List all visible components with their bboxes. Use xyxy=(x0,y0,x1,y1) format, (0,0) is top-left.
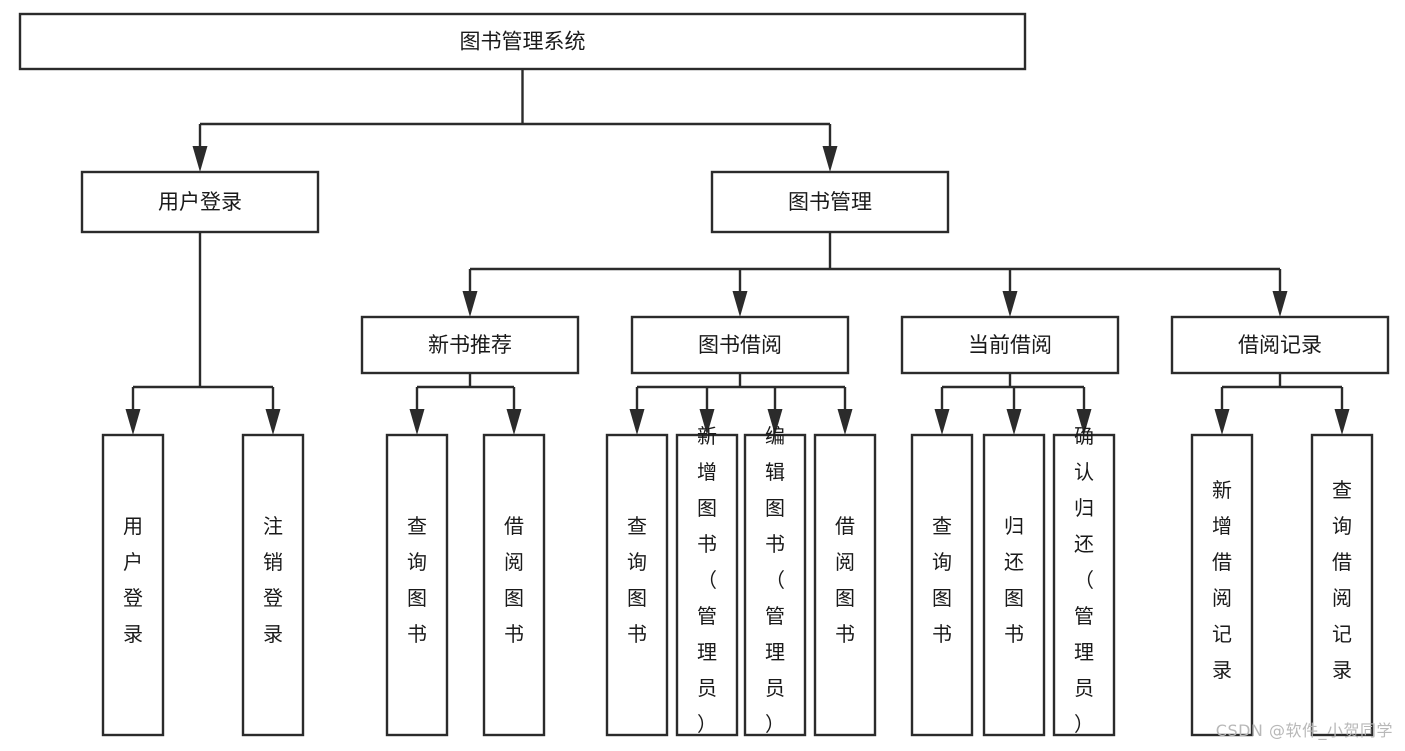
node-label-leaf-query-book-recommend: 查询图书 xyxy=(407,514,427,646)
node-box-leaf-edit-book-admin[interactable] xyxy=(743,433,807,737)
node-label-user-login: 用户登录 xyxy=(158,190,242,214)
node-new-book-recommend[interactable]: 新书推荐 xyxy=(360,315,580,375)
node-leaf-add-book-admin[interactable]: 新增图书（管理员） xyxy=(675,424,739,737)
node-leaf-borrow-book-recommend[interactable]: 借阅图书 xyxy=(482,433,546,737)
arrowhead-icon xyxy=(822,146,838,172)
arrowhead-icon xyxy=(732,291,748,317)
node-root[interactable]: 图书管理系统 xyxy=(18,12,1027,71)
arrowhead-icon xyxy=(1076,409,1092,435)
edge-group-new-book-recommend xyxy=(409,373,522,435)
node-box-new-book-recommend[interactable] xyxy=(360,315,580,375)
node-box-leaf-confirm-return-admin[interactable] xyxy=(1052,433,1116,737)
node-box-leaf-borrow-book-recommend[interactable] xyxy=(482,433,546,737)
arrowhead-icon xyxy=(1214,409,1230,435)
node-user-login[interactable]: 用户登录 xyxy=(80,170,320,234)
node-borrow-records[interactable]: 借阅记录 xyxy=(1170,315,1390,375)
node-leaf-edit-book-admin[interactable]: 编辑图书（管理员） xyxy=(743,424,807,737)
node-label-leaf-borrow-book-borrow: 借阅图书 xyxy=(835,514,855,646)
arrowhead-icon xyxy=(1334,409,1350,435)
node-label-book-management: 图书管理 xyxy=(788,190,872,214)
node-leaf-return-book[interactable]: 归还图书 xyxy=(982,433,1046,737)
arrowhead-icon xyxy=(934,409,950,435)
node-box-leaf-query-book-current[interactable] xyxy=(910,433,974,737)
node-leaf-user-login[interactable]: 用户登录 xyxy=(101,433,165,737)
node-label-leaf-edit-book-admin: 编辑图书（管理员） xyxy=(765,424,785,736)
node-leaf-query-book-recommend[interactable]: 查询图书 xyxy=(385,433,449,737)
node-label-leaf-add-book-admin: 新增图书（管理员） xyxy=(697,424,717,736)
node-label-leaf-query-borrow-record: 查询借阅记录 xyxy=(1332,478,1352,682)
node-label-borrow-records: 借阅记录 xyxy=(1238,333,1322,357)
node-leaf-add-borrow-record[interactable]: 新增借阅记录 xyxy=(1190,433,1254,737)
node-box-leaf-user-login[interactable] xyxy=(101,433,165,737)
node-leaf-query-borrow-record[interactable]: 查询借阅记录 xyxy=(1310,433,1374,737)
nodes-layer: 图书管理系统用户登录图书管理新书推荐图书借阅当前借阅借阅记录用户登录注销登录查询… xyxy=(18,12,1390,737)
node-box-root[interactable] xyxy=(18,12,1027,71)
node-box-current-borrow[interactable] xyxy=(900,315,1120,375)
node-book-borrow[interactable]: 图书借阅 xyxy=(630,315,850,375)
arrowhead-icon xyxy=(462,291,478,317)
arrowhead-icon xyxy=(506,409,522,435)
arrowhead-icon xyxy=(409,409,425,435)
arrowhead-icon xyxy=(767,409,783,435)
arrowhead-icon xyxy=(699,409,715,435)
arrowhead-icon xyxy=(1002,291,1018,317)
node-box-borrow-records[interactable] xyxy=(1170,315,1390,375)
node-box-leaf-logout[interactable] xyxy=(241,433,305,737)
arrowhead-icon xyxy=(837,409,853,435)
node-leaf-confirm-return-admin[interactable]: 确认归还（管理员） xyxy=(1052,424,1116,737)
node-label-leaf-query-book-current: 查询图书 xyxy=(932,514,952,646)
node-box-book-borrow[interactable] xyxy=(630,315,850,375)
edge-group-book-borrow xyxy=(629,373,853,435)
node-leaf-query-book-current[interactable]: 查询图书 xyxy=(910,433,974,737)
node-label-leaf-add-borrow-record: 新增借阅记录 xyxy=(1212,478,1232,682)
node-label-leaf-return-book: 归还图书 xyxy=(1004,514,1024,646)
node-label-current-borrow: 当前借阅 xyxy=(968,333,1052,357)
arrowhead-icon xyxy=(125,409,141,435)
node-box-leaf-query-borrow-record[interactable] xyxy=(1310,433,1374,737)
edge-group-root xyxy=(192,69,838,172)
arrowhead-icon xyxy=(192,146,208,172)
node-box-leaf-return-book[interactable] xyxy=(982,433,1046,737)
arrowhead-icon xyxy=(629,409,645,435)
node-box-book-management[interactable] xyxy=(710,170,950,234)
arrowhead-icon xyxy=(265,409,281,435)
node-box-leaf-add-book-admin[interactable] xyxy=(675,433,739,737)
node-label-leaf-query-book-borrow: 查询图书 xyxy=(627,514,647,646)
node-label-new-book-recommend: 新书推荐 xyxy=(428,333,512,357)
node-label-leaf-logout: 注销登录 xyxy=(263,514,283,646)
node-label-leaf-user-login: 用户登录 xyxy=(123,514,143,646)
edge-group-user-login xyxy=(125,232,281,435)
edge-group-current-borrow xyxy=(934,373,1092,435)
node-leaf-query-book-borrow[interactable]: 查询图书 xyxy=(605,433,669,737)
node-leaf-logout[interactable]: 注销登录 xyxy=(241,433,305,737)
node-current-borrow[interactable]: 当前借阅 xyxy=(900,315,1120,375)
node-box-leaf-add-borrow-record[interactable] xyxy=(1190,433,1254,737)
node-box-user-login[interactable] xyxy=(80,170,320,234)
edges-layer xyxy=(125,69,1350,435)
edge-group-borrow-records xyxy=(1214,373,1350,435)
node-box-leaf-borrow-book-borrow[interactable] xyxy=(813,433,877,737)
node-book-management[interactable]: 图书管理 xyxy=(710,170,950,234)
node-label-leaf-confirm-return-admin: 确认归还（管理员） xyxy=(1074,424,1094,736)
node-leaf-borrow-book-borrow[interactable]: 借阅图书 xyxy=(813,433,877,737)
arrowhead-icon xyxy=(1006,409,1022,435)
node-label-root: 图书管理系统 xyxy=(460,30,586,54)
node-label-leaf-borrow-book-recommend: 借阅图书 xyxy=(504,514,524,646)
node-label-book-borrow: 图书借阅 xyxy=(698,333,782,357)
arrowhead-icon xyxy=(1272,291,1288,317)
edge-group-book-management xyxy=(462,232,1288,317)
node-box-leaf-query-book-borrow[interactable] xyxy=(605,433,669,737)
node-box-leaf-query-book-recommend[interactable] xyxy=(385,433,449,737)
